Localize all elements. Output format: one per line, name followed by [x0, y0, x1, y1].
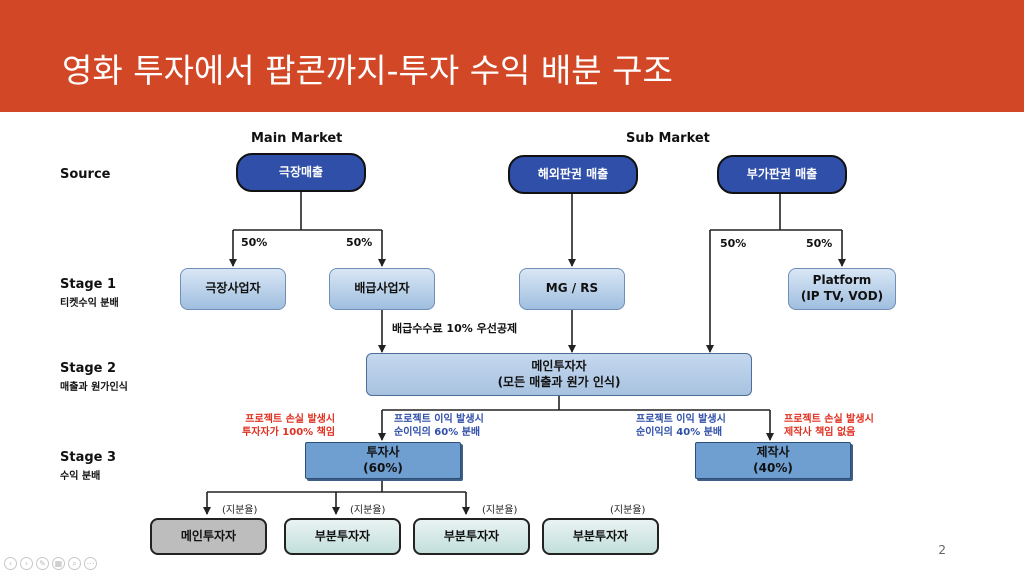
percent-theater-biz: 50% — [241, 236, 268, 249]
share-label-3: (지분율) — [482, 505, 518, 516]
share-label-4: (지분율) — [610, 505, 646, 516]
investor-title: 투자사 — [366, 444, 400, 459]
source-label: Source — [60, 167, 111, 182]
percent-main-investor: 50% — [720, 237, 747, 250]
pen-icon[interactable]: ✎ — [36, 557, 49, 570]
page-title: 영화 투자에서 팝콘까지-투자 수익 배분 구조 — [62, 51, 673, 90]
mg-rs-box: MG / RS — [519, 268, 625, 310]
platform-text: Platform — [812, 273, 872, 288]
stage3-sublabel: 수익 분배 — [60, 471, 101, 482]
investor-loss-note: 프로젝트 손실 발생시 투자자가 100% 책임 — [242, 414, 335, 439]
investor-box: 투자사 (60%) — [305, 442, 461, 479]
source-theater-sales: 극장매출 — [236, 153, 366, 192]
producer-profit-line2: 순이익의 40% 분배 — [636, 426, 723, 438]
slideshow-toolbar: ‹ › ✎ ▦ ⌕ ⋯ — [4, 557, 97, 570]
investor-profit-line2: 순이익의 60% 분배 — [394, 426, 481, 438]
investor-loss-line2: 투자자가 100% 책임 — [242, 426, 336, 438]
bottom-main-investor-text: 메인투자자 — [180, 528, 237, 543]
source-overseas-text: 해외판권 매출 — [537, 166, 609, 181]
partial-investor-box-1: 부분투자자 — [284, 518, 401, 555]
investor-loss-line1: 프로젝트 손실 발생시 — [245, 414, 336, 425]
percent-distributor: 50% — [346, 236, 373, 249]
investor-profit-line1: 프로젝트 이익 발생시 — [394, 414, 484, 425]
partial-investor-text-3: 부분투자자 — [572, 528, 629, 543]
more-options-icon[interactable]: ⋯ — [84, 557, 97, 570]
bottom-main-investor-box: 메인투자자 — [150, 518, 267, 555]
previous-slide-icon[interactable]: ‹ — [4, 557, 17, 570]
producer-profit-note: 프로젝트 이익 발생시 순이익의 40% 분배 — [636, 414, 726, 439]
producer-loss-line2: 제작사 책임 없음 — [784, 426, 856, 438]
stage3-label: Stage 3 — [60, 450, 117, 465]
share-label-2: (지분율) — [350, 505, 386, 516]
source-overseas-sales: 해외판권 매출 — [508, 155, 638, 194]
investor-share: (60%) — [363, 460, 403, 475]
title-bar: 영화 투자에서 팝콘까지-투자 수익 배분 구조 — [0, 0, 1024, 112]
producer-share: (40%) — [753, 460, 793, 475]
source-ancillary-sales: 부가판권 매출 — [717, 155, 847, 194]
source-theater-text: 극장매출 — [278, 164, 324, 179]
stage2-sublabel: 매출과 원가인식 — [60, 382, 128, 393]
theater-business-box: 극장사업자 — [180, 268, 286, 310]
stage1-label: Stage 1 — [60, 277, 117, 292]
producer-loss-note: 프로젝트 손실 발생시 제작사 책임 없음 — [784, 414, 874, 439]
investor-profit-note: 프로젝트 이익 발생시 순이익의 60% 분배 — [394, 414, 484, 439]
producer-box: 제작사 (40%) — [695, 442, 851, 479]
distributor-box: 배급사업자 — [329, 268, 435, 310]
platform-box: Platform (IP TV, VOD) — [788, 268, 896, 310]
stage1-sublabel: 티켓수익 분배 — [60, 298, 119, 309]
partial-investor-box-3: 부분투자자 — [542, 518, 659, 555]
sub-market-label: Sub Market — [626, 131, 710, 146]
slides-grid-icon[interactable]: ▦ — [52, 557, 65, 570]
main-investor-subtitle: (모든 매출과 원가 인식) — [497, 374, 621, 389]
share-label-1: (지분율) — [222, 505, 258, 516]
platform-subtext: (IP TV, VOD) — [800, 289, 884, 303]
source-ancillary-text: 부가판권 매출 — [746, 166, 818, 181]
page-number: 2 — [938, 543, 946, 557]
main-investor-title: 메인투자자 — [531, 358, 587, 373]
partial-investor-text-2: 부분투자자 — [443, 528, 500, 543]
partial-investor-box-2: 부분투자자 — [413, 518, 530, 555]
producer-title: 제작사 — [756, 444, 790, 459]
zoom-icon[interactable]: ⌕ — [68, 557, 81, 570]
producer-loss-line1: 프로젝트 손실 발생시 — [784, 414, 874, 425]
main-investor-box: 메인투자자 (모든 매출과 원가 인식) — [366, 353, 752, 396]
percent-platform: 50% — [806, 237, 833, 250]
producer-profit-line1: 프로젝트 이익 발생시 — [636, 414, 726, 425]
stage2-label: Stage 2 — [60, 361, 117, 376]
next-slide-icon[interactable]: › — [20, 557, 33, 570]
distributor-text: 배급사업자 — [354, 281, 410, 296]
theater-business-text: 극장사업자 — [205, 281, 261, 296]
main-market-label: Main Market — [251, 131, 343, 146]
mg-rs-text: MG / RS — [545, 281, 599, 296]
partial-investor-text-1: 부분투자자 — [314, 528, 371, 543]
distribution-fee-note: 배급수수료 10% 우선공제 — [392, 322, 518, 335]
